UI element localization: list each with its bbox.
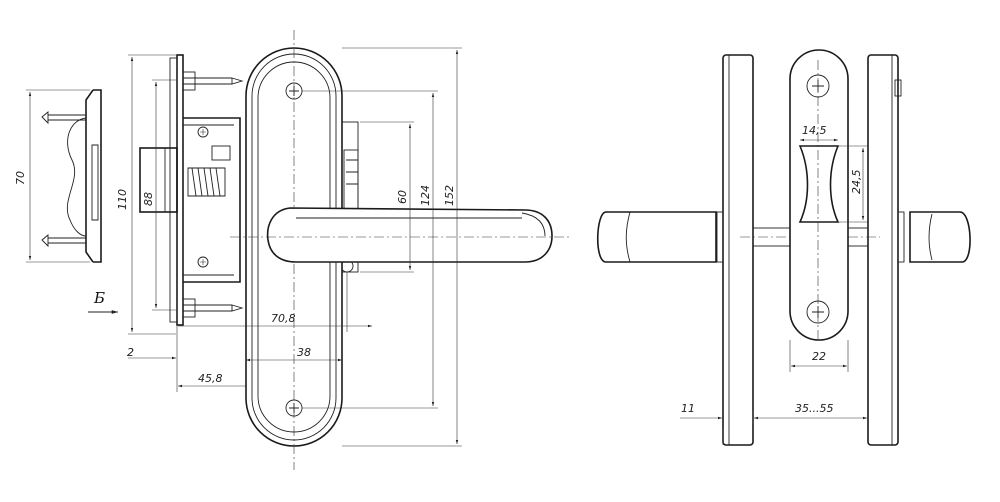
dim-70-8: 70,8 [271,312,296,325]
dim-14-5: 14,5 [802,124,827,137]
section-label: Б [93,289,105,307]
strike-plate-view: 70 Б [14,89,118,314]
dim-35-55: 35...55 [795,402,833,415]
dim-70: 70 [14,171,27,185]
dim-45-8: 45,8 [198,372,223,385]
dim-60: 60 [396,190,409,204]
dim-124: 124 [419,185,432,206]
dim-11: 11 [681,402,695,415]
dim-2: 2 [127,346,134,359]
dim-24-5: 24,5 [850,170,863,195]
dim-110: 110 [116,189,129,210]
side-view: 14,5 24,5 22 11 35...55 [596,49,971,446]
dim-88: 88 [142,192,155,206]
dim-22: 22 [812,350,826,363]
dim-152: 152 [443,185,456,206]
dim-38: 38 [297,346,311,359]
escutcheon-front-view: 152 124 60 70,8 38 [178,30,570,470]
